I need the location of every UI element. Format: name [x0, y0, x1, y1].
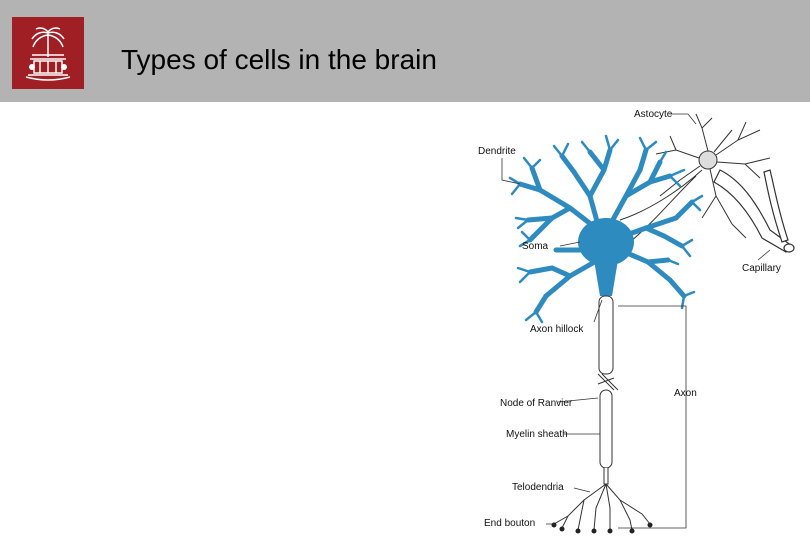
- neuron-illustration: Astocyte Dendrite Soma Capillary Axon hi…: [478, 109, 795, 534]
- slide-title: Types of cells in the brain: [121, 44, 437, 75]
- label-myelin-sheath: Myelin sheath: [506, 429, 568, 440]
- neuron-dendrite-twigs: [508, 134, 704, 324]
- neuron-diagram: Astocyte Dendrite Soma Capillary Axon hi…: [470, 100, 810, 540]
- axon-shaft: [597, 295, 619, 485]
- label-telodendria: Telodendria: [512, 482, 564, 493]
- telodendria-branches: [553, 483, 651, 531]
- label-leader-lines: [501, 113, 771, 529]
- slide-header: Types of cells in the brain: [0, 0, 810, 102]
- palmetto-seal-icon: [25, 27, 71, 81]
- axon-hillock-shape: [594, 260, 618, 296]
- label-capillary: Capillary: [742, 263, 781, 274]
- label-soma: Soma: [522, 241, 549, 252]
- capillary-vessel: [713, 169, 795, 253]
- label-axon: Axon: [674, 388, 697, 399]
- university-logo: [12, 17, 84, 89]
- end-bouton-dots: [551, 522, 653, 534]
- label-end-bouton: End bouton: [484, 518, 535, 529]
- label-node-of-ranvier: Node of Ranvier: [500, 398, 573, 409]
- astrocyte-cell: [655, 113, 771, 239]
- label-dendrite: Dendrite: [478, 146, 516, 157]
- neuron-soma: [578, 218, 634, 266]
- label-axon-hillock: Axon hillock: [530, 324, 584, 335]
- label-astrocyte: Astocyte: [634, 109, 673, 120]
